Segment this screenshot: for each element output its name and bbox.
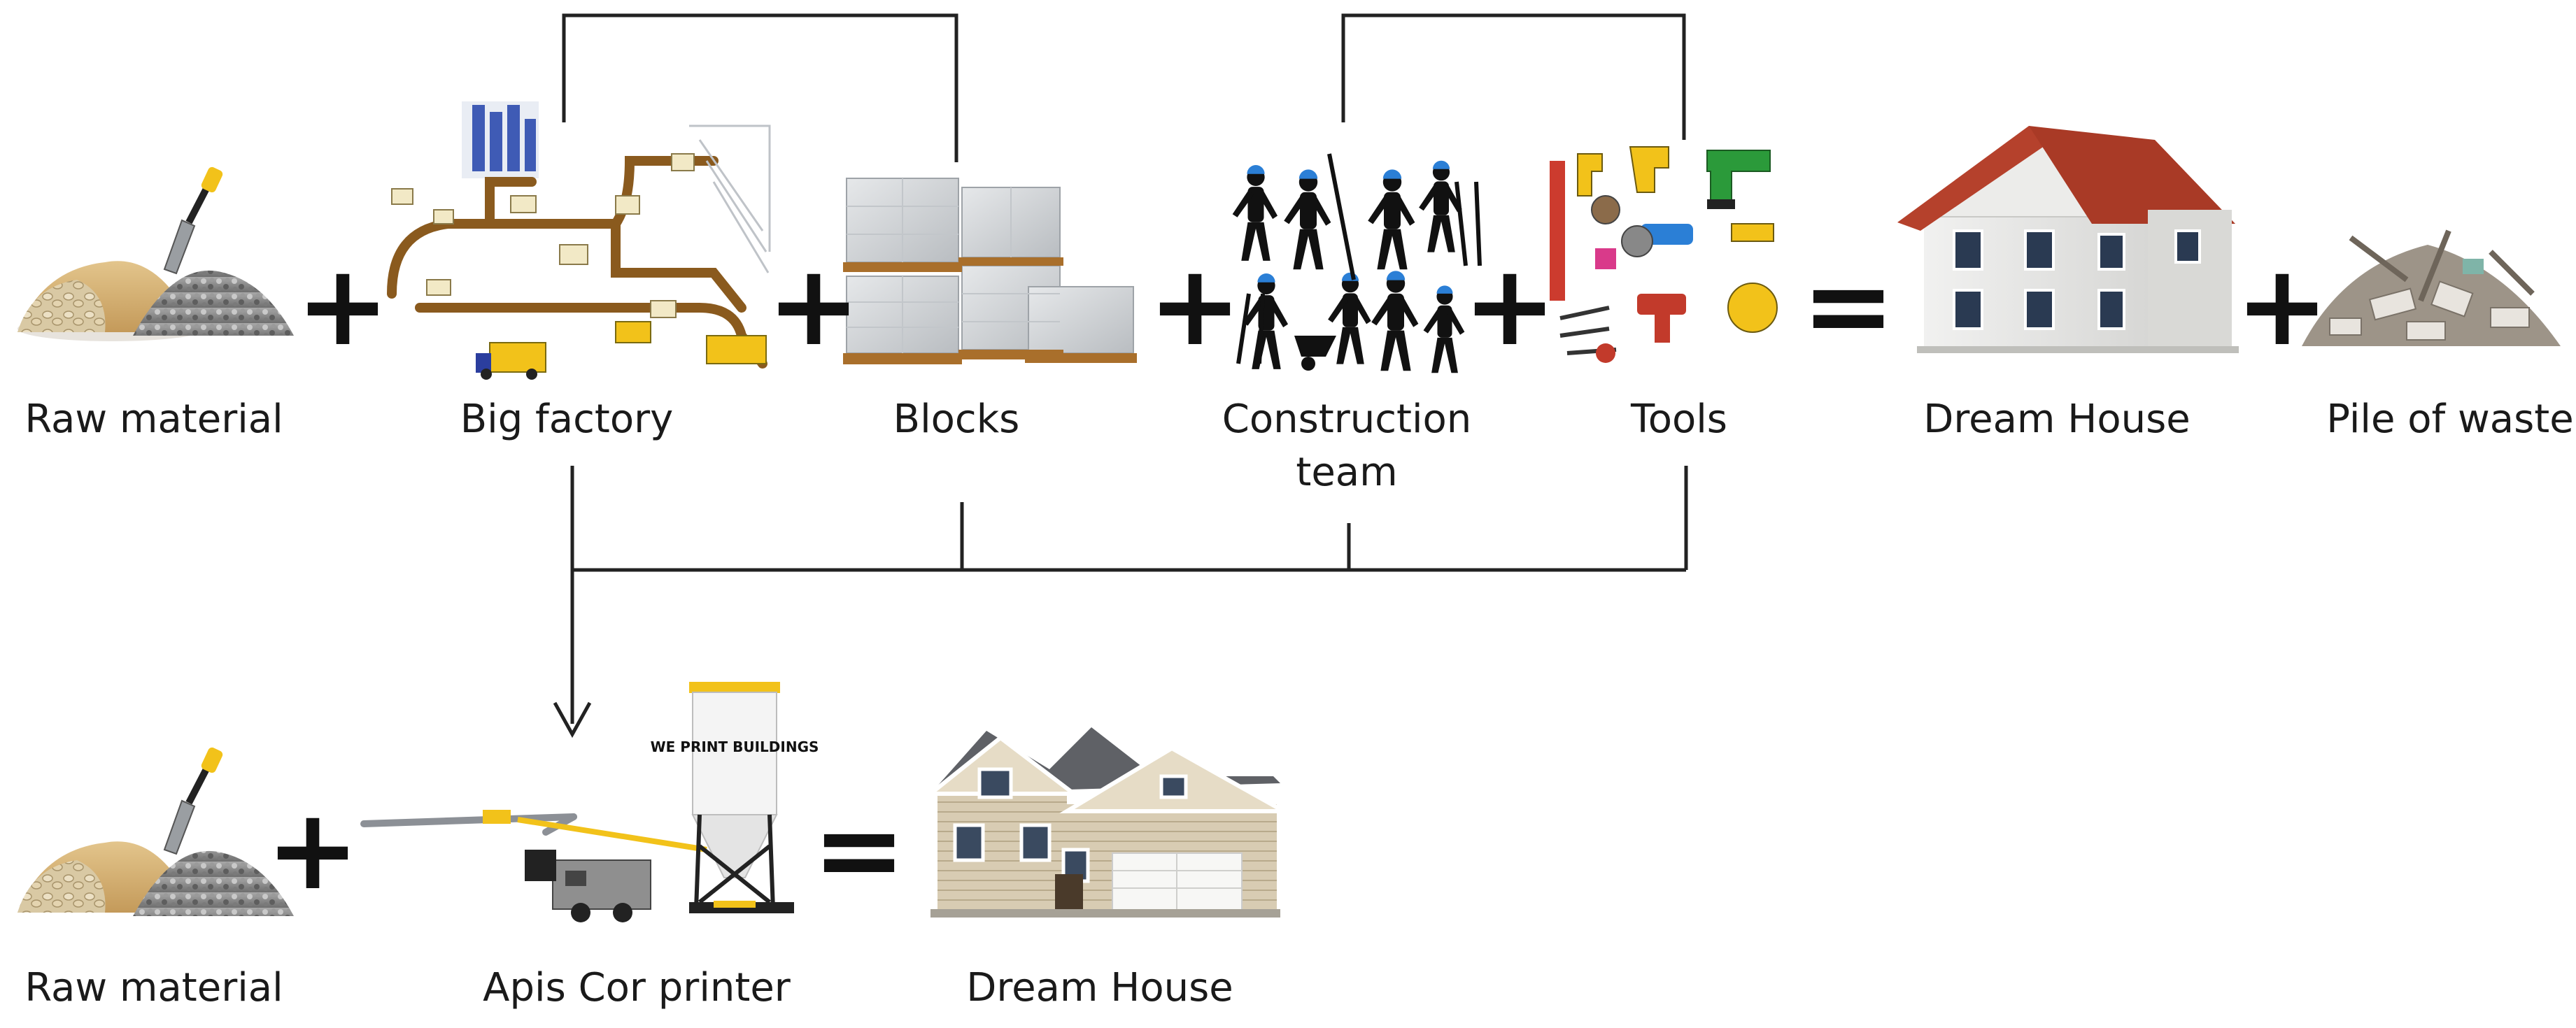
silo: WE PRINT BUILDINGS (651, 682, 819, 913)
label-pile-of-waste: Pile of waste (2326, 397, 2574, 442)
label-dream-house-row2: Dream House (966, 965, 1233, 1011)
plus-operator: + (1462, 240, 1557, 371)
label-big-factory: Big factory (460, 397, 674, 442)
plus-operator: + (1147, 240, 1243, 371)
bracket-team-tools (1341, 13, 1686, 140)
plus-operator: + (265, 784, 360, 915)
plus-operator: + (2235, 240, 2330, 371)
waste-pile-illustration (2302, 229, 2561, 346)
angle-grinder-icon (1621, 224, 1693, 257)
equals-operator: = (1801, 240, 1896, 371)
connector-lines (553, 13, 1688, 738)
dream-house-illustration (1897, 126, 2239, 353)
raw-material-illustration-row2 (17, 747, 294, 916)
plus-operator: + (766, 240, 861, 371)
drill-icon (1706, 150, 1771, 209)
factory-illustration (387, 101, 771, 380)
arrowhead (553, 701, 592, 738)
trowel-icon (163, 166, 223, 275)
label-construction-team: Construction team (1222, 397, 1472, 495)
blocks-illustration (843, 178, 1137, 364)
dream-house-illustration-row2 (924, 727, 1292, 918)
label-apis-cor-printer: Apis Cor printer (483, 965, 791, 1011)
label-tools: Tools (1631, 397, 1727, 442)
silo-label: WE PRINT BUILDINGS (651, 738, 819, 755)
label-raw-material: Raw material (24, 397, 283, 442)
raw-material-illustration (17, 166, 294, 341)
equals-operator: = (812, 784, 907, 915)
trowel-icon-row2 (163, 747, 223, 855)
tools-illustration (1550, 146, 1778, 363)
construction-team-illustration (1232, 153, 1482, 373)
wheelbarrow-icon (1294, 336, 1336, 371)
bracket-factory-blocks (562, 13, 958, 162)
printer-illustration: WE PRINT BUILDINGS (360, 682, 819, 922)
label-dream-house: Dream House (1923, 397, 2191, 442)
label-blocks: Blocks (893, 397, 1020, 442)
label-raw-material-row2: Raw material (24, 965, 283, 1011)
printer-trailer (525, 850, 651, 922)
plus-operator: + (295, 240, 390, 371)
